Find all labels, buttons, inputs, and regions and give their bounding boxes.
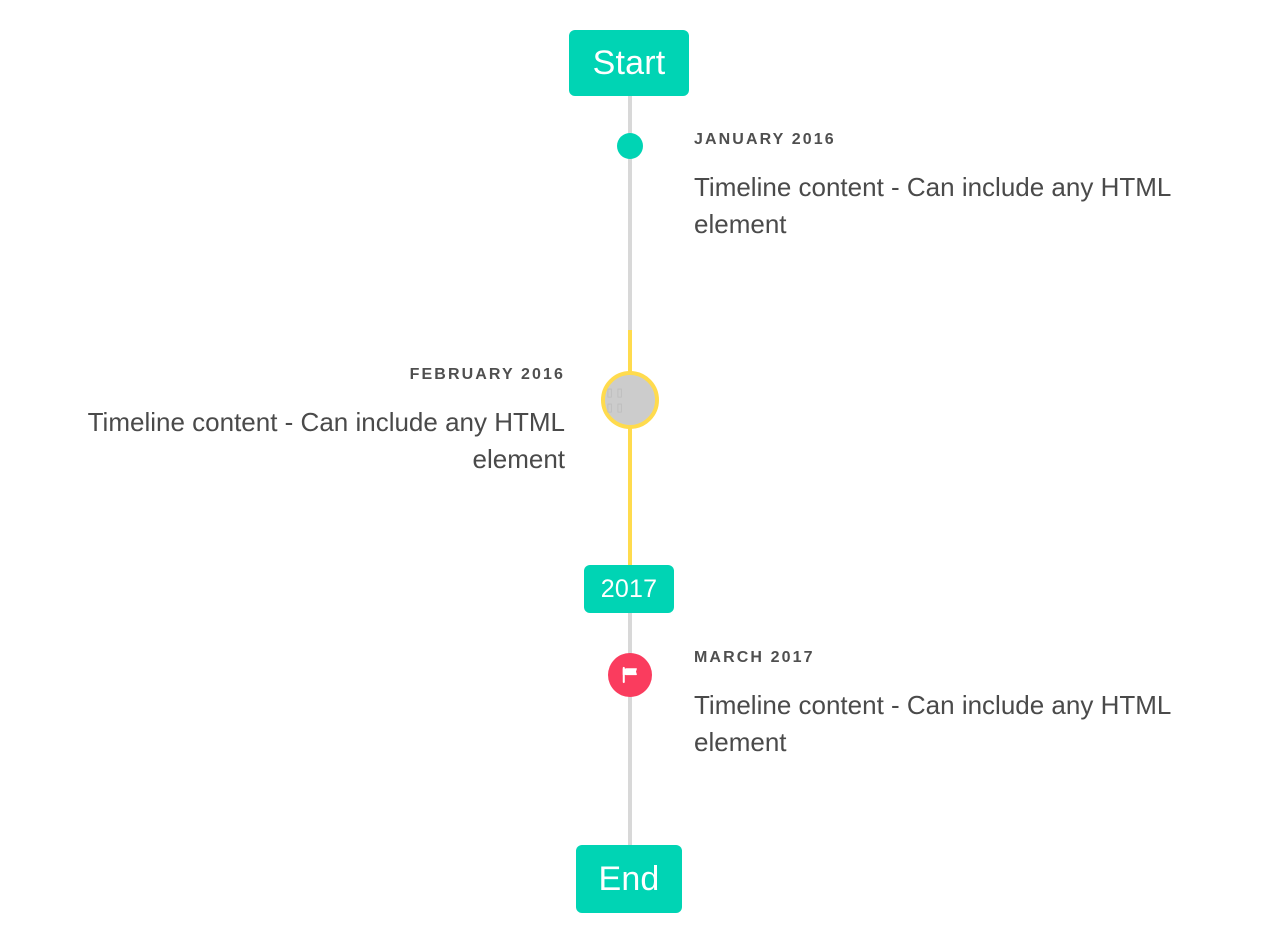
missing-glyph-icon: ▯▯ ▯▯ — [605, 383, 626, 416]
timeline-entry-date: MARCH 2017 — [694, 649, 815, 666]
timeline-start-badge[interactable]: Start — [569, 30, 689, 96]
timeline-entry-january: JANUARY 2016 Timeline content - Can incl… — [694, 131, 1234, 243]
timeline-end-badge[interactable]: End — [576, 845, 682, 913]
timeline-marker-ring-february[interactable]: ▯▯ ▯▯ — [601, 371, 659, 429]
timeline-entry-february: FEBRUARY 2016 Timeline content - Can inc… — [25, 366, 565, 478]
timeline-entry-march: MARCH 2017 Timeline content - Can includ… — [694, 649, 1234, 761]
timeline-entry-date: FEBRUARY 2016 — [409, 366, 565, 383]
timeline-entry-body: Timeline content - Can include any HTML … — [694, 172, 1171, 239]
timeline-marker-dot-january[interactable] — [617, 133, 643, 159]
timeline-entry-body: Timeline content - Can include any HTML … — [87, 407, 565, 474]
timeline-marker-flag-march[interactable] — [608, 653, 652, 697]
timeline-entry-date: JANUARY 2016 — [694, 131, 836, 148]
flag-icon — [622, 666, 637, 684]
timeline-axis-segment-highlighted — [628, 330, 632, 566]
timeline-entry-body: Timeline content - Can include any HTML … — [694, 690, 1171, 757]
timeline-axis-segment-top — [628, 96, 632, 330]
timeline-axis-segment-bottom — [628, 613, 632, 845]
timeline-year-badge[interactable]: 2017 — [584, 565, 674, 613]
